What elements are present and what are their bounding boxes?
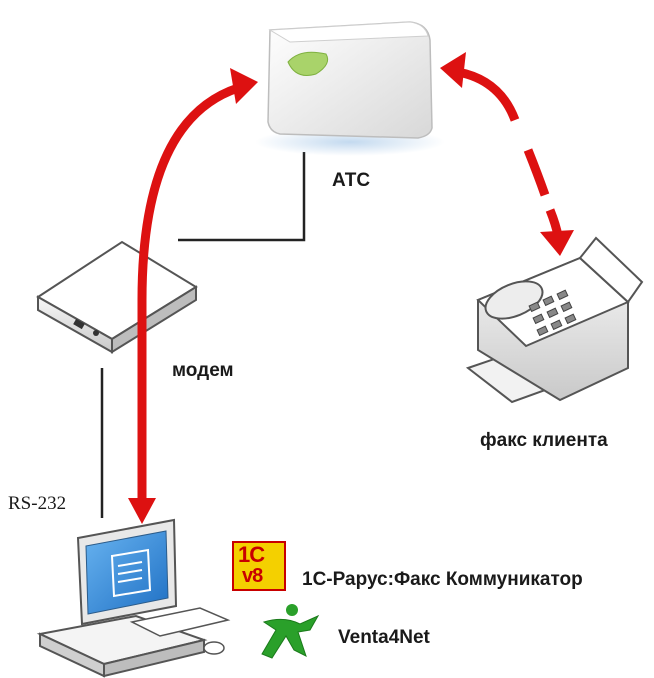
rarus-software-label: 1С-Рарус:Факс Коммуникатор [302, 569, 583, 590]
1c-logo-bottom-text: v8 [242, 565, 263, 587]
ats-label: АТС [332, 170, 371, 191]
rs232-label: RS-232 [8, 493, 67, 514]
pbx-box-icon [255, 21, 445, 156]
ats-fax-arrow [440, 52, 574, 256]
desktop-computer-icon [36, 518, 231, 678]
fax-label: факс клиента [480, 430, 608, 451]
venta-software-label: Venta4Net [338, 627, 430, 648]
fax-machine-icon [465, 236, 644, 404]
modem-icon [36, 240, 198, 354]
pbx-modem-wire [178, 152, 306, 242]
1c-v8-logo: 1C v8 [232, 541, 286, 591]
modem-label: модем [172, 360, 234, 381]
1c-logo-top-text: 1C [238, 542, 265, 567]
modem-ats-arrow [128, 68, 258, 524]
venta4net-figure-logo [261, 604, 320, 659]
